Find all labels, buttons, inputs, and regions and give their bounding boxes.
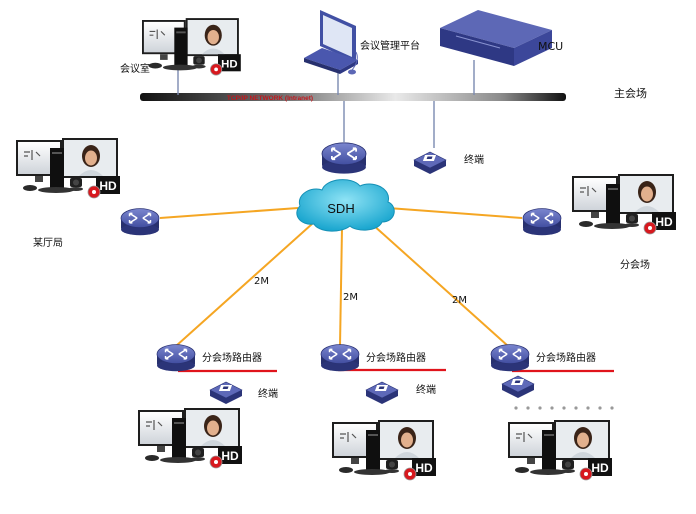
terminal-left-label: 终端: [258, 387, 278, 400]
sdh-cloud-icon: [296, 179, 395, 232]
branch-router-right-label: 分会场路由器: [536, 351, 596, 364]
link-2m-right: [371, 223, 509, 347]
sub-venue-router-icon: [522, 207, 562, 236]
branch-router-mid-icon: [320, 343, 360, 372]
main-venue-label: 主会场: [614, 86, 647, 100]
mcu-device-icon: [440, 10, 552, 66]
sub-venue-right-label: 分会场: [620, 258, 650, 271]
meeting-room-label: 会议室: [120, 62, 150, 75]
bureau-label: 某厅局: [33, 237, 63, 249]
link-2m-mid: [339, 227, 343, 347]
link-left-label: 2M: [254, 276, 269, 287]
mgmt-platform-label: 会议管理平台: [360, 39, 420, 52]
link-2m-left: [175, 223, 313, 347]
terminal-mid-label: 终端: [416, 383, 436, 396]
sdh-label: SDH: [327, 201, 354, 216]
bureau-router-icon: [120, 207, 160, 236]
branch-router-right-icon: [490, 343, 530, 372]
links: [159, 207, 523, 347]
branch-router-left-icon: [156, 343, 196, 372]
core-router-icon: [321, 141, 367, 175]
more-terminals-dots: [514, 406, 614, 410]
vc-set-branch-right: [507, 419, 613, 481]
terminal-top-icon: [413, 151, 447, 175]
vc-set-meeting-room: [141, 17, 242, 76]
link-to-bureau: [159, 207, 299, 219]
terminal-mid-icon: [365, 381, 399, 405]
vc-set-branch-mid: [331, 419, 437, 481]
link-right-label: 2M: [452, 295, 467, 306]
network-label: TCP/IP NETWORK (Intranet): [227, 95, 313, 102]
terminal-left-icon: [209, 381, 243, 405]
network-bus: [140, 93, 566, 101]
vc-set-bureau: [15, 137, 121, 199]
management-pc-icon: [304, 10, 358, 75]
terminal-right-icon: [501, 375, 535, 399]
branch-router-left-label: 分会场路由器: [202, 351, 262, 364]
terminal-top-label: 终端: [464, 153, 484, 166]
branch-router-mid-label: 分会场路由器: [366, 351, 426, 364]
link-to-sub-right: [387, 207, 523, 219]
link-mid-label: 2M: [343, 292, 358, 303]
mcu-label: MCU: [538, 40, 563, 53]
vc-set-branch-left: [137, 407, 243, 469]
vc-set-sub-venue-right: [571, 173, 677, 235]
